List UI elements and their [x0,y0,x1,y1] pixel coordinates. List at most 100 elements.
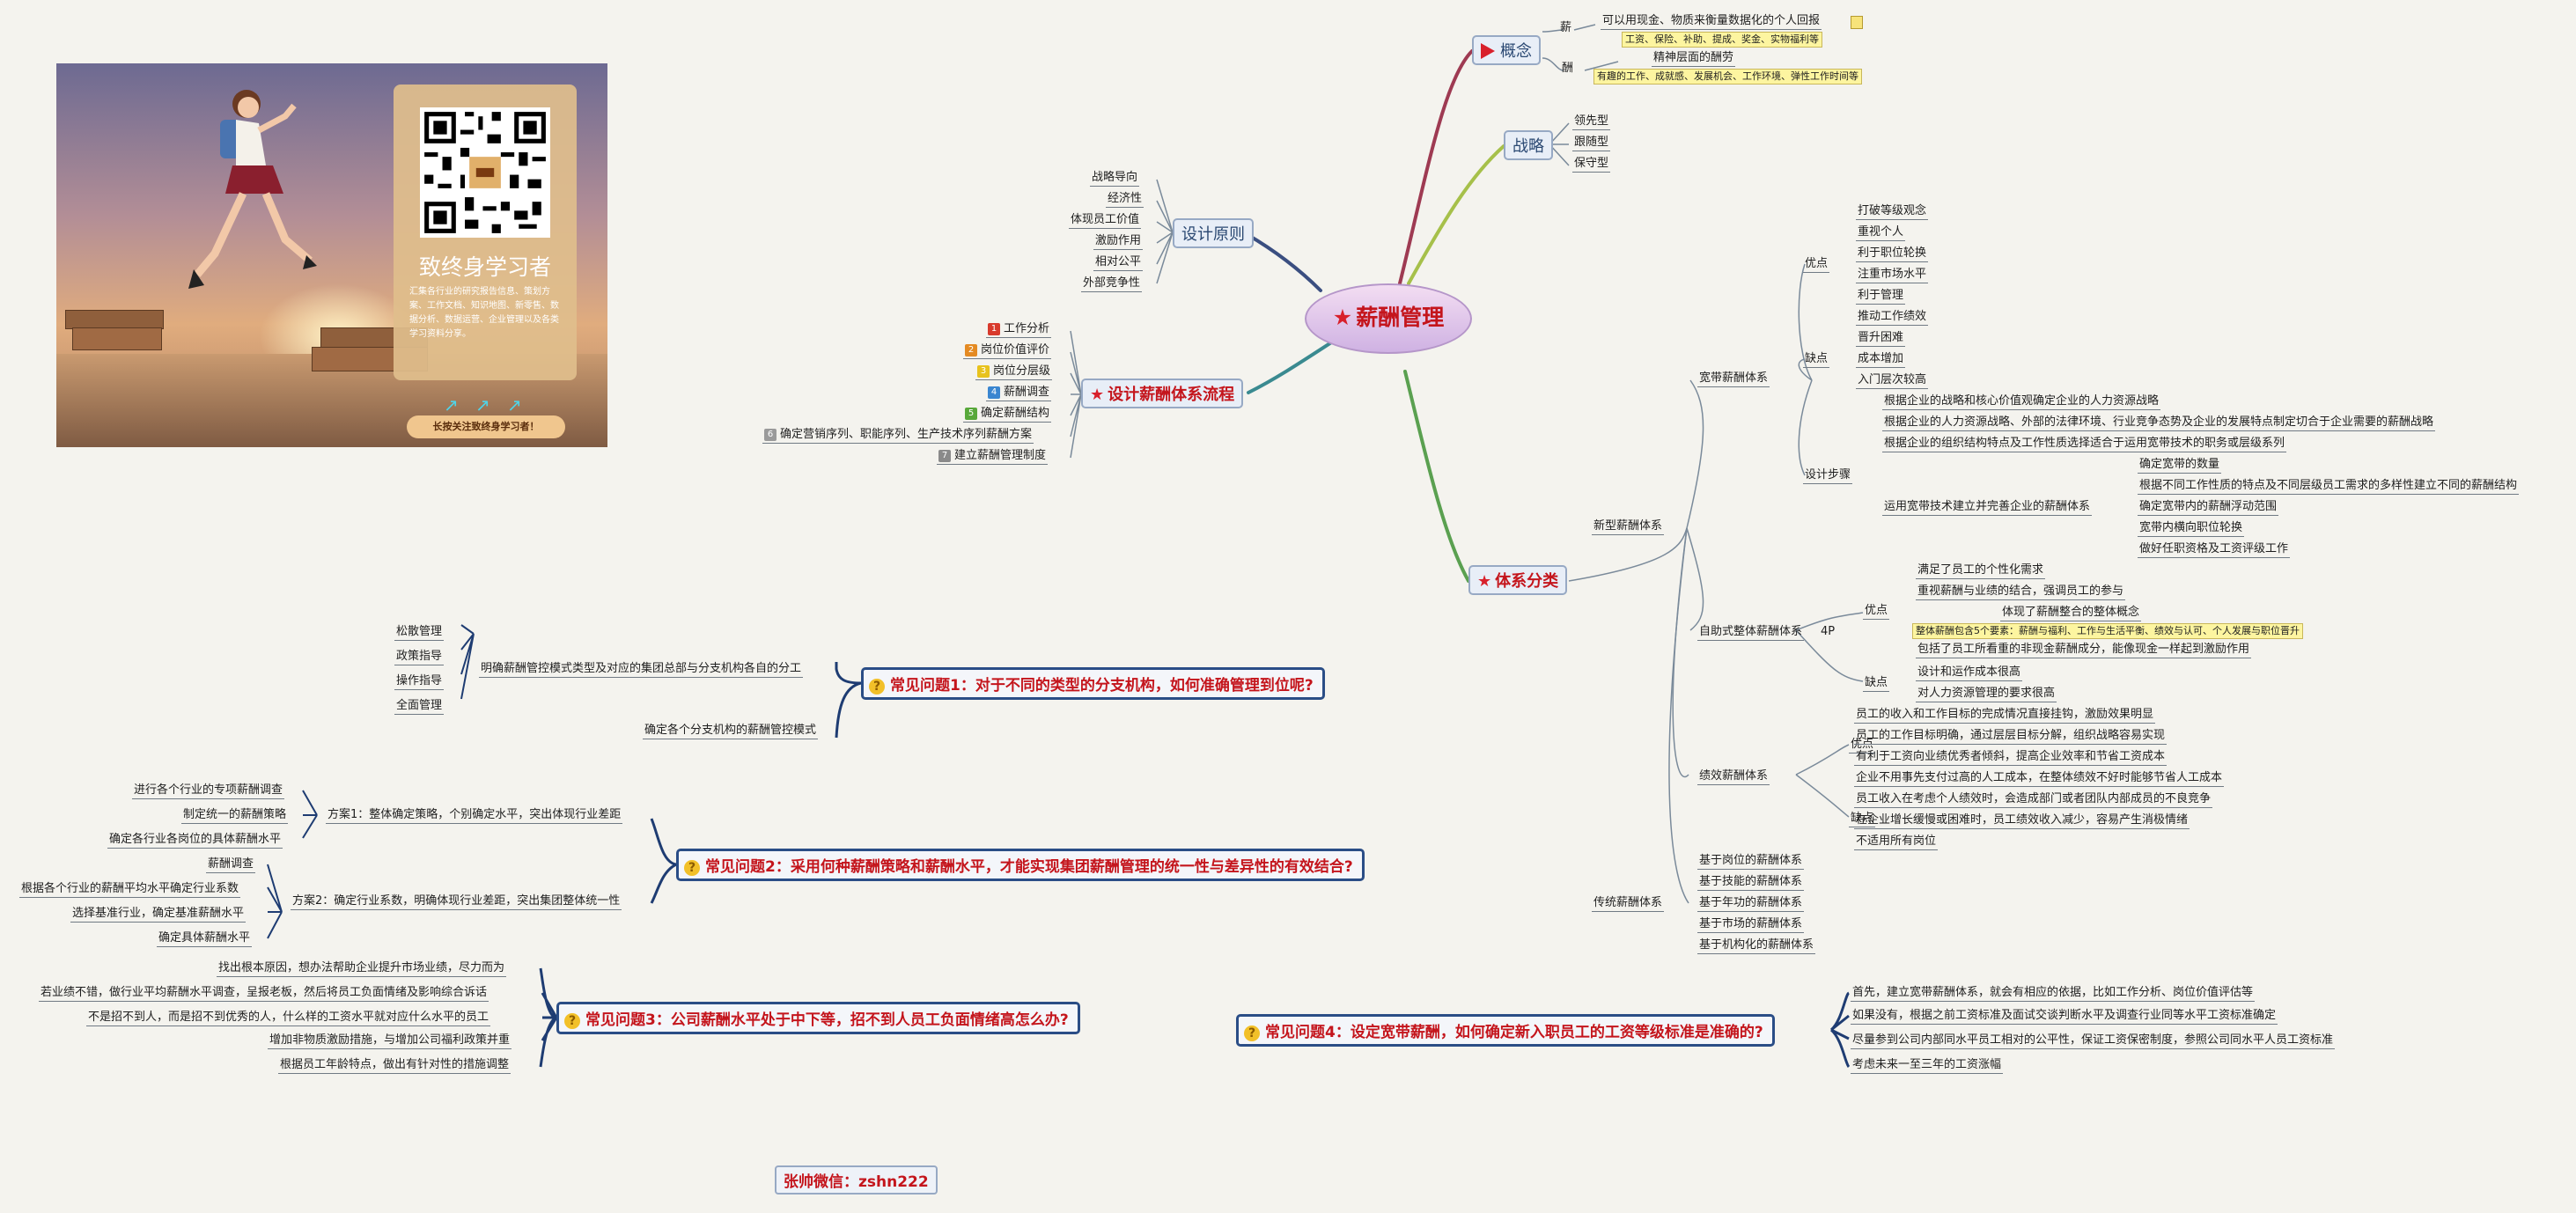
qr-card: 致终身学习者 汇集各行业的研究报告信息、策划方案、工作文档、知识地图、新零售、数… [394,85,577,380]
central-topic-label: 薪酬管理 [1356,305,1445,330]
performance-con: 员工收入在考虑个人绩效时，会造成部门或者团队内部成员的不良竞争 [1854,792,2213,808]
question-4[interactable]: ?常见问题4：设定宽带薪酬，如何确定新入职员工的工资等级标准是准确的? [1236,1014,1775,1047]
qr-code[interactable] [420,107,550,238]
wechat-contact: 张帅微信：zshn222 [775,1165,938,1195]
q2-plan-2-item: 薪酬调查 [206,857,256,873]
self-service-cons-label: 缺点 [1863,676,1890,692]
broadband-apply-item: 做好任职资格及工资评级工作 [2138,542,2291,558]
follow-button[interactable]: 长按关注致终身学习者！ [407,415,565,438]
q2-plan-2-item: 根据各个行业的薪酬平均水平确定行业系数 [19,882,241,898]
q2-plan-2: 方案2：确定行业系数，明确体现行业差距，突出集团整体统一性 [291,894,622,910]
branch-strategy-label: 战略 [1512,137,1544,156]
self-service-con: 对人力资源管理的要求很高 [1916,687,2057,702]
question-2[interactable]: ?常见问题2：采用何种薪酬策略和薪酬水平，才能实现集团薪酬管理的统一性与差异性的… [676,849,1365,881]
self-service-pro: 体现了薪酬整合的整体概念 [2000,606,2142,621]
broadband-pro: 利于管理 [1856,289,1906,305]
question-3[interactable]: ?常见问题3：公司薪酬水平处于中下等，招不到人员工负面情绪高怎么办? [556,1002,1080,1034]
performance-system: 绩效薪酬体系 [1697,769,1770,785]
q4-answer: 首先，建立宽带薪酬体系，就会有相应的依据，比如工作分析、岗位价值评估等 [1851,986,2256,1002]
q3-answer: 不是招不到人，而是招不到优秀的人，什么样的工资水平就对应什么水平的员工 [86,1011,491,1026]
question-icon: ? [1244,1026,1260,1041]
performance-pro: 员工的收入和工作目标的完成情况直接挂钩，激励效果明显 [1854,708,2156,724]
traditional-item: 基于技能的薪酬体系 [1697,875,1805,891]
process-step-label: 岗位价值评价 [981,343,1050,357]
principle-item: 战略导向 [1090,171,1140,187]
branch-strategy[interactable]: 战略 [1504,130,1553,160]
traditional-item: 基于机构化的薪酬体系 [1697,938,1816,954]
q3-answer: 根据员工年龄特点，做出有针对性的措施调整 [278,1058,512,1074]
concept-xin-detail: 工资、保险、补助、提成、奖金、实物福利等 [1622,32,1822,48]
process-step-label: 工作分析 [1004,322,1050,335]
q1-control-mode: 政策指导 [394,650,445,665]
process-step: 1 工作分析 [986,322,1052,338]
branch-design-principle[interactable]: 设计原则 [1173,218,1254,248]
broadband-pro: 打破等级观念 [1856,204,1929,220]
question-1[interactable]: ? 常见问题1：对于不同的类型的分支机构，如何准确管理到位呢? [861,667,1325,700]
branch-design-process[interactable]: ★设计薪酬体系流程 [1081,379,1244,408]
question-1-label: 常见问题1：对于不同的类型的分支机构，如何准确管理到位呢? [890,677,1314,695]
central-topic[interactable]: ★薪酬管理 [1305,283,1472,354]
star-icon: ★ [1090,386,1105,404]
question-icon: ? [869,679,885,695]
broadband-pro: 利于职位轮换 [1856,246,1929,262]
q2-plan-1-item: 进行各个行业的专项薪酬调查 [132,783,285,799]
strategy-item: 跟随型 [1572,136,1611,151]
number-5-icon: 5 [965,408,977,420]
concept-chou: 酬 [1562,62,1574,75]
principle-item: 体现员工价值 [1069,213,1142,229]
number-1-icon: 1 [988,323,1000,335]
number-3-icon: 3 [977,365,990,378]
number-4-icon: 4 [988,386,1000,399]
arrow-icon: ↗ [507,394,522,415]
broadband-steps-label: 设计步骤 [1803,468,1853,484]
number-6-icon: 6 [764,429,776,441]
traditional-item: 基于岗位的薪酬体系 [1697,854,1805,870]
promo-banner: 致终身学习者 汇集各行业的研究报告信息、策划方案、工作文档、知识地图、新零售、数… [56,63,607,447]
q1-control-mode: 全面管理 [394,699,445,715]
self-service-system: 自助式整体薪酬体系 [1697,625,1805,641]
broadband-apply-label: 运用宽带技术建立并完善企业的薪酬体系 [1882,500,2093,516]
new-system: 新型薪酬体系 [1592,519,1665,535]
branch-concept-label: 概念 [1500,42,1532,61]
broadband-cons-label: 缺点 [1803,352,1830,368]
q3-answer: 增加非物质激励措施，与增加公司福利政策并重 [268,1033,512,1049]
branch-concept[interactable]: 概念 [1472,35,1541,65]
q2-plan-1-item: 制定统一的薪酬策略 [181,808,289,824]
self-service-pro: 包括了员工所看重的非现金薪酬成分，能像现金一样起到激励作用 [1916,643,2252,658]
process-step: 5 确定薪酬结构 [963,407,1052,423]
self-service-pro: 整体薪酬包含5个要素：薪酬与福利、工作与生活平衡、绩效与认可、个人发展与职位晋升 [1912,623,2303,639]
strategy-item: 保守型 [1572,157,1611,173]
q4-answer: 考虑未来一至三年的工资涨幅 [1851,1058,2004,1074]
star-icon: ★ [1332,305,1353,330]
concept-chou-detail: 有趣的工作、成就感、发展机会、工作环境、弹性工作时间等 [1593,69,1862,85]
broadband-apply-item: 宽带内横向职位轮换 [2138,521,2245,537]
branch-classification[interactable]: ★体系分类 [1468,565,1568,595]
self-service-pro: 重视薪酬与业绩的结合，强调员工的参与 [1916,584,2126,600]
q3-answer: 若业绩不错，做行业平均薪酬水平调查，呈报老板，然后将员工负面情绪及影响综合诉话 [39,986,489,1002]
process-step-label: 薪酬调查 [1004,386,1050,399]
q4-answer: 尽量参到公司内部同水平员工相对的公平性，保证工资保密制度，参照公司同水平人员工资… [1851,1033,2336,1049]
process-step-label: 确定薪酬结构 [981,407,1050,420]
self-service-con: 设计和运作成本很高 [1916,665,2023,681]
broadband-pro: 重视个人 [1856,225,1906,241]
performance-pro: 企业不用事先支付过高的人工成本，在整体绩效不好时能够节省人工成本 [1854,771,2225,787]
performance-con: 在企业增长缓慢或困难时，员工绩效收入减少，容易产生消极情绪 [1854,813,2190,829]
red-flag-icon [1481,43,1495,59]
question-2-label: 常见问题2：采用何种薪酬策略和薪酬水平，才能实现集团薪酬管理的统一性与差异性的有… [705,858,1353,876]
process-step: 2 岗位价值评价 [963,343,1052,359]
principle-item: 外部竞争性 [1081,276,1143,292]
concept-chou-desc: 精神层面的酬劳 [1652,51,1736,67]
note-icon [1851,16,1863,29]
number-7-icon: 7 [938,450,951,462]
q3-answer: 找出根本原因，想办法帮助企业提升市场业绩，尽力而为 [217,961,507,977]
question-icon: ? [564,1013,580,1029]
broadband-con: 成本增加 [1856,352,1906,368]
self-service-pros-label: 优点 [1863,604,1890,620]
principle-item: 相对公平 [1093,255,1144,271]
broadband-pro: 注重市场水平 [1856,268,1929,283]
branch-design-process-label: 设计薪酬体系流程 [1108,386,1235,404]
traditional-item: 基于年功的薪酬体系 [1697,896,1805,912]
number-2-icon: 2 [965,344,977,357]
q1-control-mode: 松散管理 [394,625,445,641]
